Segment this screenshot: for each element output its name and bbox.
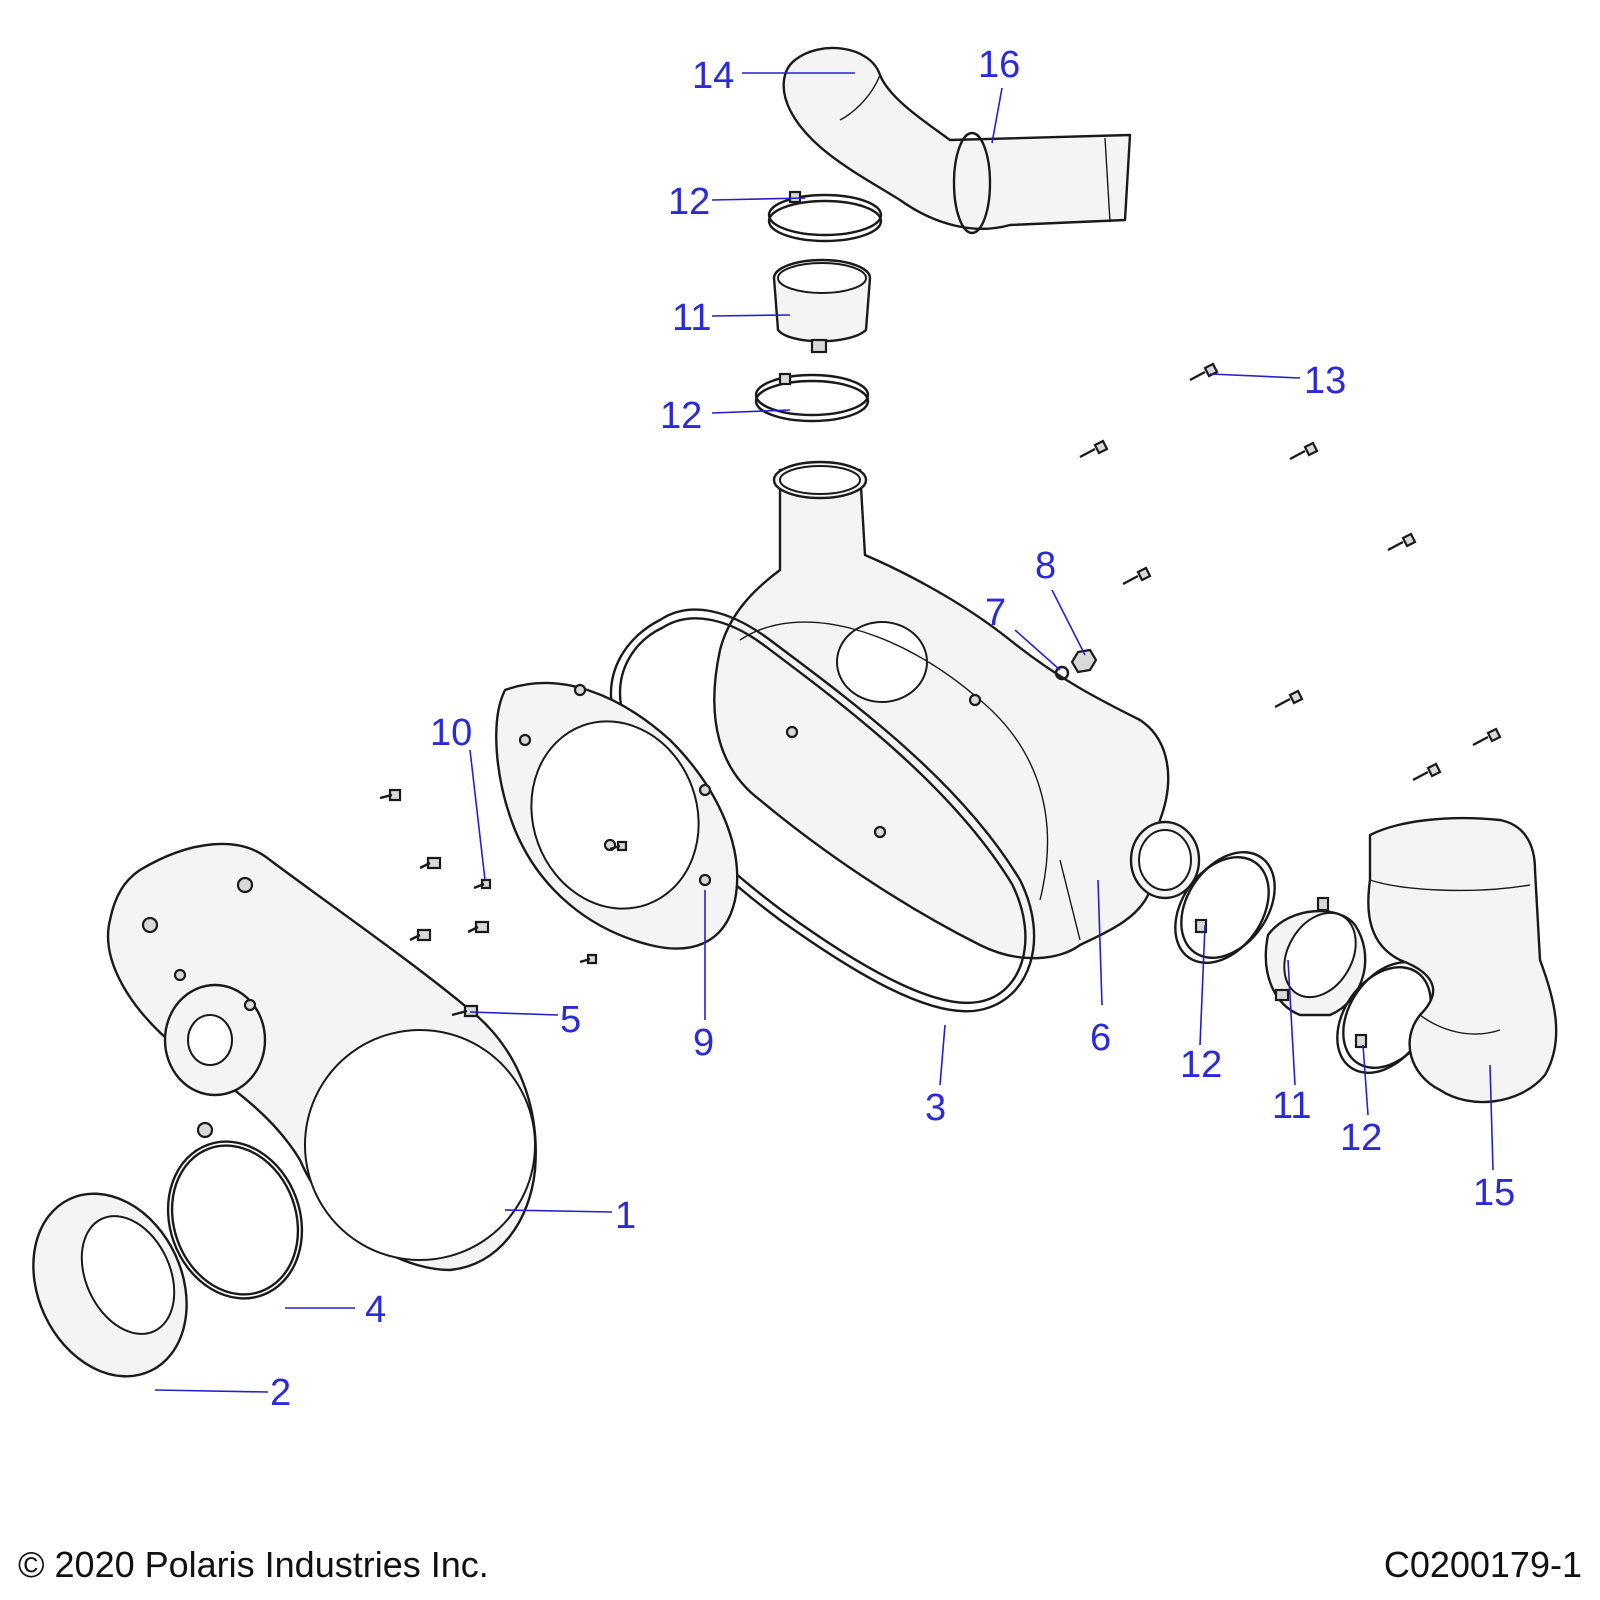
callout-12-b: 12 bbox=[660, 395, 702, 437]
lower-air-duct bbox=[1367, 816, 1558, 1104]
coupler-lower bbox=[1264, 896, 1367, 1017]
copyright-text: © 2020 Polaris Industries Inc. bbox=[18, 1544, 489, 1585]
callout-labels: 14 16 12 11 12 13 8 7 10 5 9 3 6 12 11 1… bbox=[270, 44, 1515, 1414]
callout-9: 9 bbox=[693, 1022, 714, 1064]
coupler-upper bbox=[772, 258, 872, 354]
callout-6: 6 bbox=[1090, 1017, 1111, 1059]
screws-housing bbox=[1079, 362, 1502, 782]
callout-12-c: 12 bbox=[1180, 1044, 1222, 1086]
callout-16: 16 bbox=[978, 44, 1020, 86]
clamp-upper-2 bbox=[754, 372, 870, 423]
callout-1: 1 bbox=[615, 1195, 636, 1237]
inspection-cover bbox=[32, 1192, 188, 1378]
callout-12-a: 12 bbox=[668, 181, 710, 223]
callout-14: 14 bbox=[692, 55, 734, 97]
drawing-number: C0200179-1 bbox=[1383, 1544, 1582, 1585]
upper-air-duct bbox=[782, 46, 1132, 235]
leader-lines bbox=[154, 72, 1494, 1393]
inner-clutch-housing bbox=[713, 460, 1201, 960]
callout-13: 13 bbox=[1304, 360, 1346, 402]
callout-11-b: 11 bbox=[1272, 1085, 1311, 1127]
outer-seal-ring bbox=[166, 1140, 304, 1300]
outer-clutch-cover bbox=[106, 842, 537, 1272]
clamp-upper-1 bbox=[767, 190, 883, 243]
bolts-cover bbox=[379, 788, 628, 1018]
callout-12-d: 12 bbox=[1340, 1117, 1382, 1159]
callout-3: 3 bbox=[925, 1087, 946, 1129]
callout-15: 15 bbox=[1473, 1172, 1515, 1214]
callout-8: 8 bbox=[1035, 545, 1056, 587]
callout-10: 10 bbox=[430, 712, 472, 754]
callout-2: 2 bbox=[270, 1372, 291, 1414]
callout-4: 4 bbox=[365, 1289, 386, 1331]
callout-5: 5 bbox=[560, 999, 581, 1041]
callout-7: 7 bbox=[985, 592, 1006, 634]
clamp-lower-1 bbox=[1174, 851, 1276, 964]
callout-11-a: 11 bbox=[672, 297, 711, 339]
washer-and-nut bbox=[1054, 648, 1098, 681]
inner-plate bbox=[495, 681, 739, 950]
